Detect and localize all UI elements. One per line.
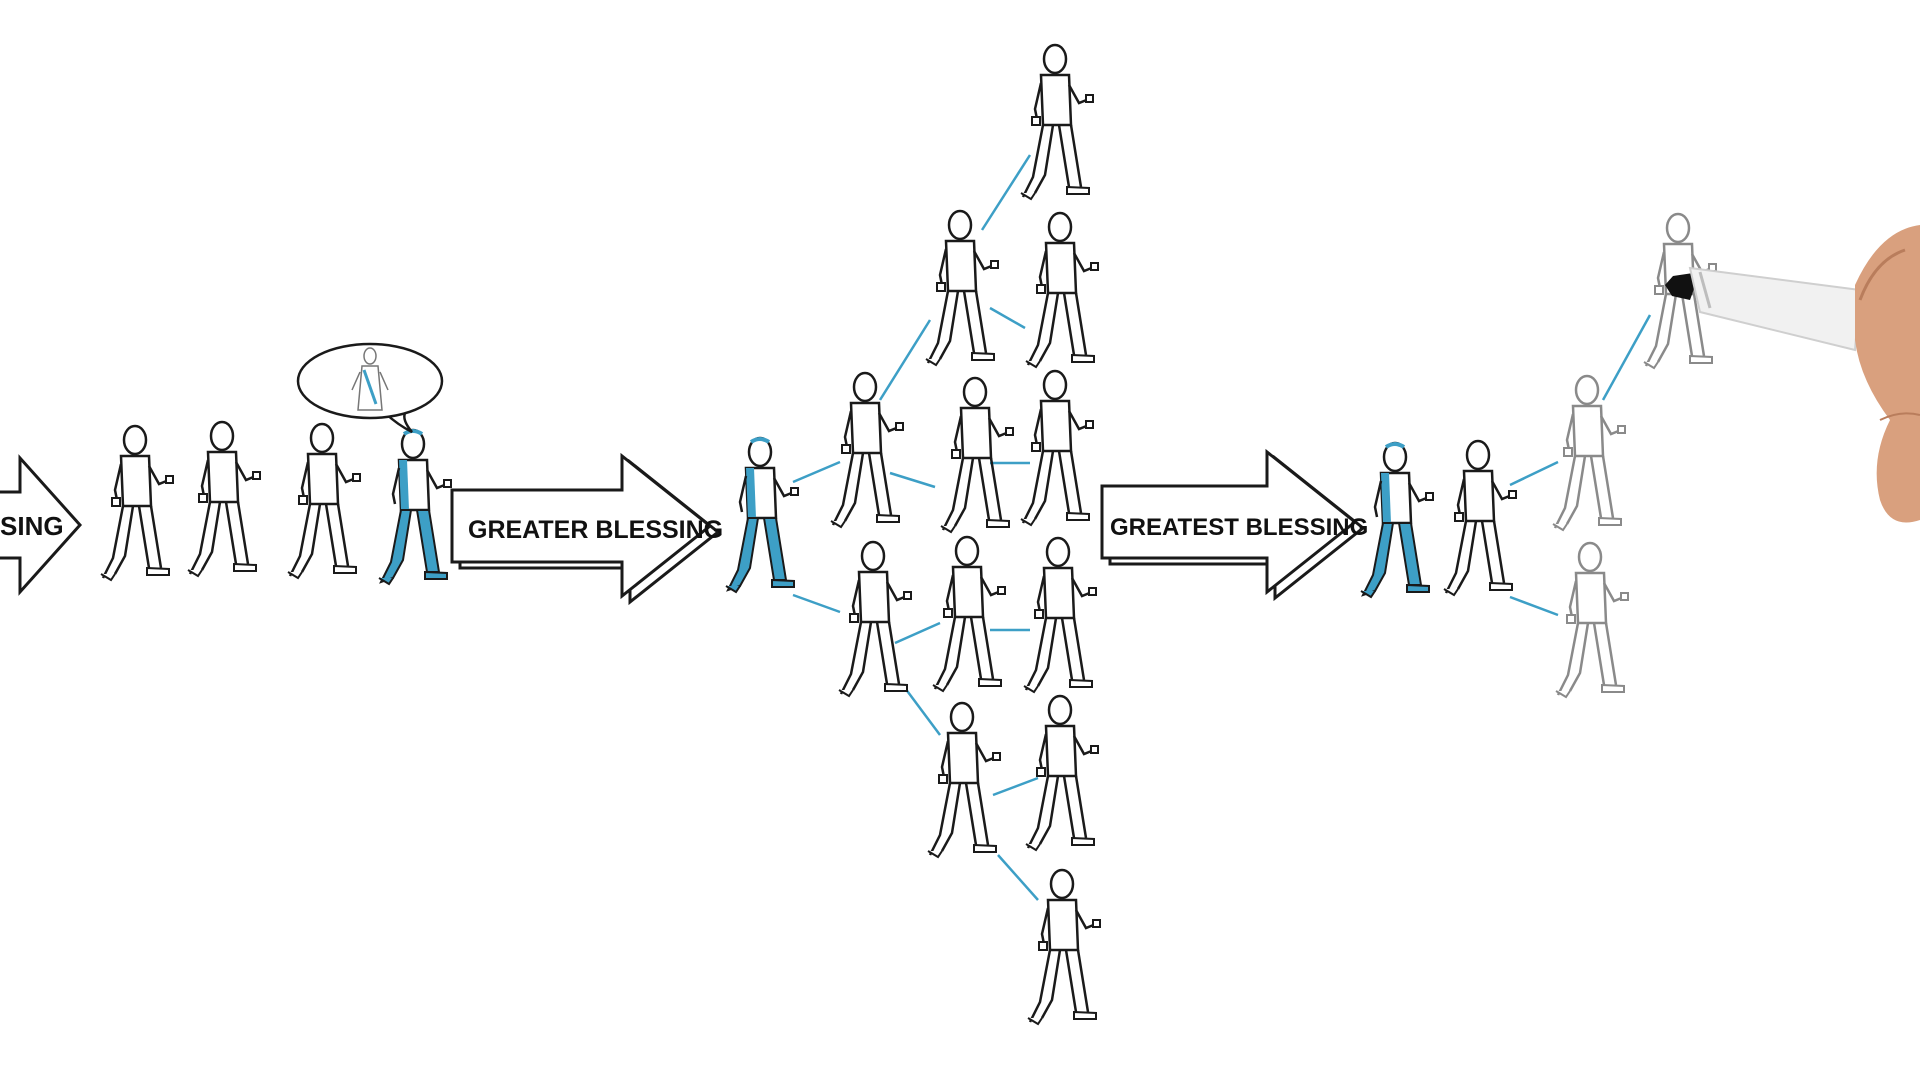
walker-figure xyxy=(939,376,1015,534)
walker-figure xyxy=(924,209,1000,367)
walker-figure xyxy=(1024,694,1100,852)
walker-figure xyxy=(99,424,175,582)
walker-figure-highlighted xyxy=(724,436,800,594)
greatest-blessing-arrow: GREATEST BLESSING xyxy=(1100,448,1368,602)
walker-figure xyxy=(829,371,905,529)
walker-figure xyxy=(1019,369,1095,527)
blessing-arrow-partial: SING xyxy=(0,454,83,596)
walker-figure xyxy=(931,535,1007,693)
network-center-lines xyxy=(792,154,1039,901)
network-right-lines xyxy=(1509,314,1652,617)
network-center-group xyxy=(724,43,1102,1026)
walker-figure xyxy=(926,701,1002,859)
thought-bubble xyxy=(296,342,444,434)
blessing-arrow-label: SING xyxy=(0,511,64,541)
jesus-figure-icon xyxy=(351,347,389,411)
greater-blessing-arrow: GREATER BLESSING xyxy=(450,452,723,606)
walker-figure xyxy=(837,540,913,698)
walker-figure xyxy=(1442,439,1518,597)
walker-figure xyxy=(1026,868,1102,1026)
greater-blessing-label: GREATER BLESSING xyxy=(468,516,723,544)
marker-hand-icon xyxy=(1665,225,1920,523)
network-right-group xyxy=(1359,212,1718,699)
walker-figure-faded xyxy=(1551,374,1627,532)
walker-figure-highlighted xyxy=(1359,441,1435,599)
walker-figure xyxy=(186,420,262,578)
walker-figure-faded xyxy=(1554,541,1630,699)
walker-figure xyxy=(286,422,362,580)
greatest-blessing-label: GREATEST BLESSING xyxy=(1110,514,1368,541)
walker-figure xyxy=(1022,536,1098,694)
walker-figure-highlighted xyxy=(377,428,453,586)
walkers-left-group xyxy=(99,420,453,586)
walker-figure xyxy=(1019,43,1095,201)
walker-figure xyxy=(1024,211,1100,369)
